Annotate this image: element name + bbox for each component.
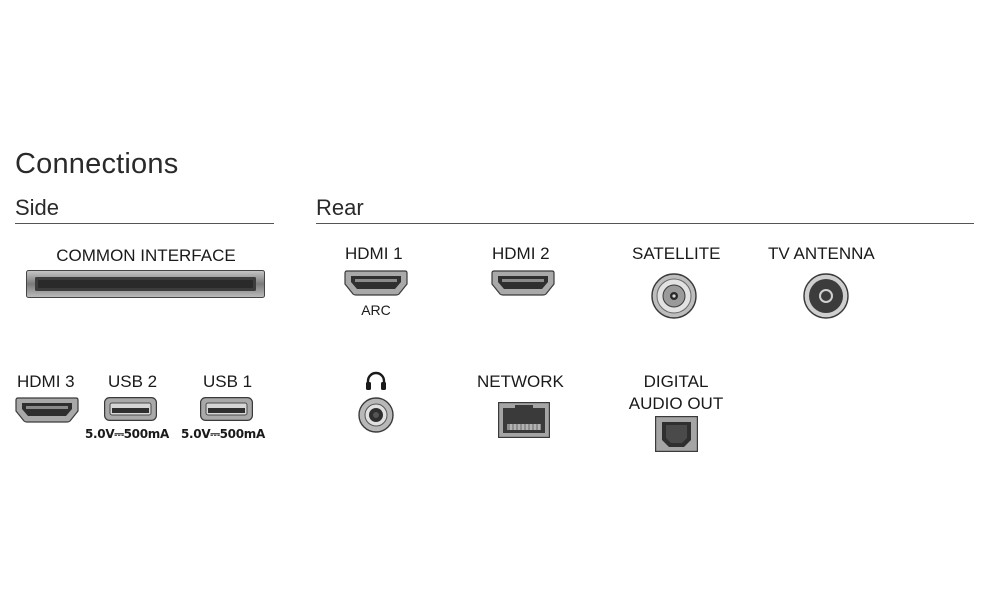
network-label: NETWORK <box>477 372 564 391</box>
network-port <box>498 402 550 438</box>
digital-audio-optical-port <box>655 416 698 452</box>
side-divider <box>15 223 274 224</box>
usb1-label: USB 1 <box>203 372 253 391</box>
section-side-heading: Side <box>15 195 60 220</box>
usb2-label: USB 2 <box>108 372 158 391</box>
hdmi1-label: HDMI 1 <box>345 244 403 263</box>
common-interface-label: COMMON INTERFACE <box>56 246 236 265</box>
rear-divider <box>316 223 974 224</box>
page-title: Connections <box>15 148 179 180</box>
headphones-icon <box>365 371 387 391</box>
hdmi2-port <box>491 270 555 296</box>
usb1-port <box>200 397 253 421</box>
usb2-rating: 5.0V⎓500mA <box>85 427 169 441</box>
satellite-port <box>651 273 697 319</box>
hdmi1-arc-label: ARC <box>361 302 391 318</box>
digital-audio-label-line1: DIGITAL <box>643 372 709 391</box>
usb2-port <box>104 397 157 421</box>
hdmi3-port <box>15 397 79 423</box>
tv-antenna-label: TV ANTENNA <box>768 244 875 263</box>
hdmi2-label: HDMI 2 <box>492 244 550 263</box>
common-interface-slot <box>26 270 265 298</box>
hdmi1-port <box>344 270 408 296</box>
satellite-label: SATELLITE <box>632 244 721 263</box>
hdmi3-label: HDMI 3 <box>17 372 75 391</box>
section-rear-heading: Rear <box>316 195 364 220</box>
digital-audio-label-line2: AUDIO OUT <box>628 394 724 413</box>
usb1-rating: 5.0V⎓500mA <box>181 427 265 441</box>
headphone-jack-port <box>358 397 394 433</box>
tv-antenna-port <box>803 273 849 319</box>
